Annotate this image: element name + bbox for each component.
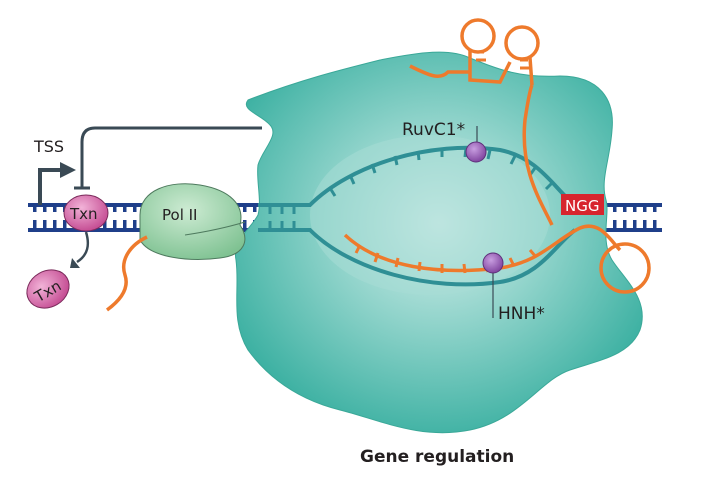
txn-release-arrow [76,231,90,264]
ruvc-label: RuvC1* [402,120,465,140]
nascent-rna [105,235,148,312]
pam-box [561,194,604,215]
dna-bubble-rungs [268,147,554,230]
tss-arrow-head [60,162,76,178]
txn-release-arrow-head [70,258,80,268]
repression-line [80,126,262,188]
ruvc-domain-marker [465,141,487,163]
txn-bound-label: Txn [69,205,98,223]
txn-released: Txn [26,269,70,309]
pam-label: NGG [565,197,599,215]
figure-caption: Gene regulation [360,447,514,467]
pol2-label: Pol II [162,206,197,224]
pol2-complex: Pol II [139,183,246,260]
hnh-domain-marker [482,252,504,274]
dna-right [560,203,662,232]
hnh-label: HNH* [498,304,545,324]
txn-bound: Txn [63,194,109,232]
tss-arrow [38,168,62,205]
tss-label: TSS [33,137,64,156]
